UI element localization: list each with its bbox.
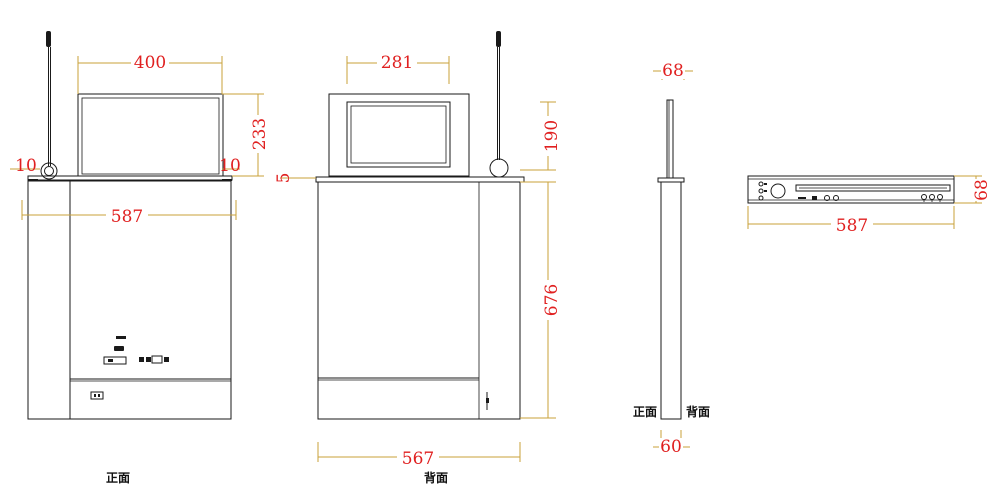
connector-socket-4	[164, 357, 169, 362]
power-socket	[90, 391, 104, 400]
side-view-label-front: 正面	[633, 405, 657, 419]
connector-port	[114, 346, 124, 351]
power-pin-1	[94, 394, 96, 397]
microphone	[40, 31, 58, 180]
dim-label-front-screen-height: 233	[250, 118, 270, 150]
back-microphone	[489, 31, 509, 178]
microphone-base-inner	[44, 166, 54, 176]
front-lid	[27, 175, 233, 181]
dim-label-back-gap: 5	[274, 173, 294, 184]
connector-block	[103, 356, 127, 365]
dim-label-back-bottom-width: 567	[402, 449, 434, 469]
power-pin-2	[98, 394, 100, 397]
top-panel	[747, 175, 955, 204]
dim-bg-top-587	[831, 217, 873, 234]
top-port-label	[798, 197, 806, 199]
back-screen-glass	[350, 105, 447, 164]
front-view: 400 233 10 10 587 正面	[10, 31, 270, 485]
front-screen-glass	[81, 97, 220, 175]
top-jack-1	[921, 194, 927, 200]
dim-label-back-screen-height: 190	[542, 120, 562, 152]
dim-label-side-bottom-width: 60	[660, 437, 682, 457]
connector-slot	[116, 336, 126, 339]
dim-label-edge-right: 10	[219, 156, 241, 176]
dim-label-front-body-width: 587	[111, 207, 143, 227]
top-port-1	[812, 196, 817, 200]
front-cabinet	[27, 180, 232, 420]
connector-socket-1	[139, 357, 144, 362]
dim-bg-side-60	[659, 438, 683, 455]
side-screen	[666, 99, 674, 179]
top-jack-3	[937, 194, 943, 200]
top-port-2	[824, 195, 830, 201]
front-lid-right-edge	[222, 179, 232, 181]
top-jack-2	[929, 194, 935, 200]
dim-bg-281	[377, 54, 417, 72]
dim-label-back-body-height: 676	[542, 284, 562, 316]
top-button-3	[758, 195, 764, 201]
side-lid	[657, 177, 685, 183]
front-view-caption: 正面	[106, 471, 130, 485]
microphone-head	[46, 31, 51, 47]
front-connector-panel	[90, 336, 169, 400]
microphone-base	[40, 162, 58, 180]
side-view: 68 正面 背面 60	[633, 61, 710, 457]
dim-label-back-screen-width: 281	[381, 53, 413, 73]
dim-bg-top-68	[971, 179, 989, 201]
dim-bg-400	[131, 54, 169, 72]
side-body	[660, 181, 682, 420]
top-view: 587 68	[747, 175, 992, 236]
dim-bg-side-68	[661, 62, 685, 79]
top-knob	[770, 183, 786, 199]
top-button-2	[758, 188, 764, 194]
dim-label-side-top-width: 68	[662, 61, 684, 81]
front-screen-frame	[77, 93, 224, 177]
back-lid	[315, 176, 525, 183]
top-port-3	[833, 195, 839, 201]
back-microphone-head	[496, 31, 501, 47]
connector-socket-3	[151, 355, 163, 364]
dim-bg-567	[397, 450, 439, 467]
dim-label-top-width: 587	[836, 216, 868, 236]
connector-pin	[108, 359, 113, 362]
dim-label-front-screen-width: 400	[134, 53, 166, 73]
dim-label-top-height: 68	[972, 179, 992, 201]
back-handle-grip	[486, 398, 489, 403]
front-lid-left-edge	[28, 179, 38, 181]
top-slot	[795, 184, 951, 192]
dim-label-edge-left: 10	[15, 156, 37, 176]
back-view-caption: 背面	[424, 470, 448, 485]
back-screen-panel	[346, 101, 451, 168]
back-view: 281 5 190 676 567 背面	[274, 31, 562, 485]
side-view-label-back: 背面	[686, 404, 710, 419]
connector-socket-2	[146, 357, 151, 362]
dim-bg-587	[106, 208, 148, 225]
top-button-mark-1	[764, 183, 767, 185]
top-button-mark-2	[764, 190, 767, 192]
back-cabinet	[317, 181, 521, 420]
dim-bg-676	[540, 280, 558, 320]
back-microphone-base	[489, 158, 509, 178]
dim-bg-233	[250, 115, 268, 153]
dim-bg-190	[540, 116, 558, 156]
back-screen-frame	[328, 93, 470, 177]
top-button-1	[758, 181, 764, 187]
